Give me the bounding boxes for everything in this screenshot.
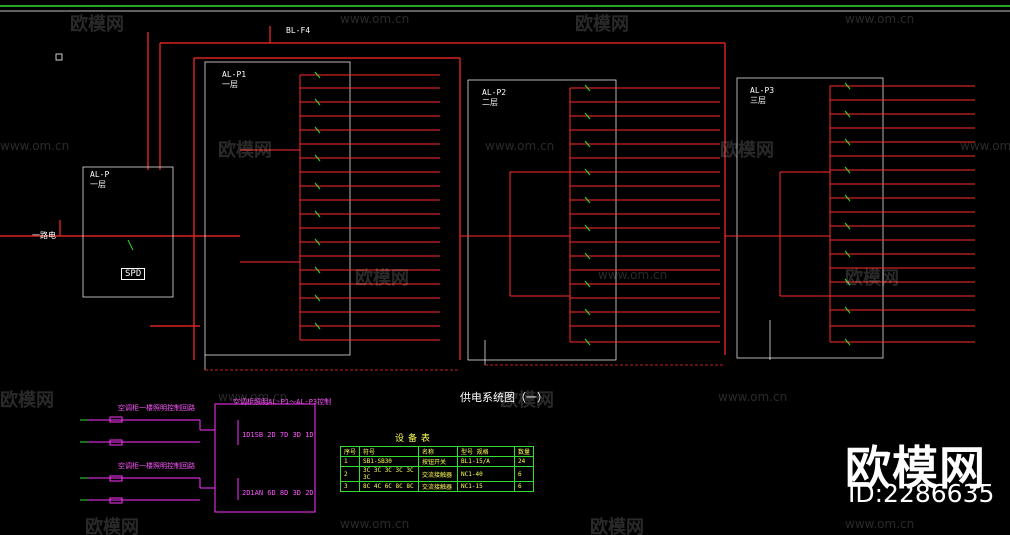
origin-marker	[55, 53, 63, 61]
table-cell: 6	[514, 481, 535, 492]
table-cell: 8C 4C 6C 8C 8C	[359, 481, 420, 492]
table-cell: 交流接触器	[418, 466, 459, 482]
watermark-brand: 欧模网	[590, 517, 644, 535]
control-header: 空调柜照明AL-P1～AL-P3控制	[233, 398, 332, 406]
watermark-url: www.om.cn	[0, 139, 70, 153]
control-label-b: 空调柜一楼照明控制回路	[118, 462, 195, 470]
table-cell: 6	[514, 466, 535, 482]
table-header-cell: 符号	[359, 446, 420, 457]
drawing-title: 供电系统图（一）	[460, 391, 548, 404]
main-feeders	[0, 26, 726, 360]
table-cell: 交流接触器	[418, 481, 459, 492]
watermark-id: ID:2286635	[848, 479, 995, 508]
watermark-brand: 欧模网	[0, 390, 54, 411]
table-header-cell: 数量	[514, 446, 535, 457]
watermark-brand: 欧模网	[500, 390, 554, 411]
spd-box: SPD	[121, 268, 146, 280]
table-cell: 2	[339, 466, 361, 482]
table-cell: BL1-15/A	[457, 456, 516, 467]
table-header-row: 序号 符号 名称 型号 规格 数量	[339, 446, 535, 457]
breaker-marks	[127, 71, 851, 346]
branches-al-p1	[240, 74, 440, 341]
table-row: 2 3C 3C 3C 3C 3C 3C 交流接触器 NC1-40 6	[339, 466, 535, 482]
watermark-logo-text: 欧模网	[845, 441, 986, 495]
watermark-url: www.om.cn	[845, 517, 915, 531]
watermark-url: www.om.cn	[598, 268, 668, 282]
watermark-brand: 欧模网	[85, 517, 139, 535]
control-terminals	[80, 419, 88, 501]
watermark-url: www.om.cn	[718, 390, 788, 404]
table-header-cell: 序号	[339, 446, 361, 457]
watermark-url: www.om.cn	[960, 139, 1010, 153]
table-row: 3 8C 4C 6C 8C 8C 交流接触器 NC1-15 6	[339, 481, 535, 492]
watermark-brand: 欧模网	[218, 140, 272, 161]
equipment-table: 序号 符号 名称 型号 规格 数量 1 SB1-SB30 按钮开关 BL1-15…	[339, 446, 535, 492]
table-cell: 按钮开关	[418, 456, 459, 467]
table-cell: SB1-SB30	[359, 456, 420, 467]
watermark-brand: 欧模网	[845, 268, 899, 289]
watermark-brand: 欧模网	[720, 140, 774, 161]
branches-al-p3	[725, 85, 975, 343]
control-block-a: 1D1SB 2D 7D 3D 1D	[242, 431, 314, 439]
watermark-url: www.om.cn	[485, 139, 555, 153]
table-row: 1 SB1-SB30 按钮开关 BL1-15/A 24	[339, 456, 535, 467]
branches-al-p2	[460, 87, 720, 343]
watermark-url: www.om.cn	[218, 390, 288, 404]
watermark-brand: 欧模网	[70, 14, 124, 35]
control-block-b: 2D1AN 6D 8D 3D 2D	[242, 489, 314, 497]
table-cell: 24	[514, 456, 535, 467]
equipment-table-title: 设备表	[395, 434, 435, 444]
bottom-cables	[205, 364, 725, 371]
table-cell: 1	[339, 456, 361, 467]
table-cell: 3	[339, 481, 361, 492]
watermark-url: www.om.cn	[845, 12, 915, 26]
watermark-brand: 欧模网	[575, 14, 629, 35]
top-feeder-label: BL-F4	[286, 26, 311, 35]
incoming-label: 一路电	[32, 231, 56, 240]
table-cell: 3C 3C 3C 3C 3C 3C	[359, 466, 420, 482]
table-cell: NC1-15	[457, 481, 516, 492]
watermark-url: www.om.cn	[340, 12, 410, 26]
panel-frames	[82, 61, 884, 370]
table-cell: NC1-40	[457, 466, 516, 482]
watermark-brand: 欧模网	[355, 268, 409, 289]
watermark-url: www.om.cn	[340, 517, 410, 531]
control-circuit	[85, 403, 316, 513]
table-header-cell: 型号 规格	[457, 446, 516, 457]
table-header-cell: 名称	[418, 446, 459, 457]
control-label-a: 空调柜一楼照明控制回路	[118, 404, 195, 412]
